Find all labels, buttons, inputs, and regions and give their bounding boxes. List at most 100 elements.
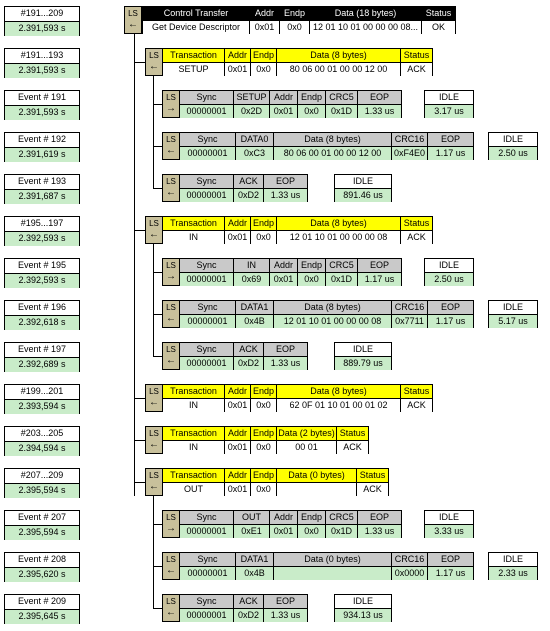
event-label-timestamp: 2.394,594 s <box>5 442 79 456</box>
field-header: Addr <box>225 427 250 441</box>
field-value: 0x4B <box>236 315 273 328</box>
field-value: 12 01 10 01 00 00 00 08 <box>274 315 391 328</box>
field-header: EOP <box>264 343 307 357</box>
event-label-range: #207...209 <box>5 469 79 484</box>
arrow-left-icon: ← <box>128 19 138 30</box>
event-label-timestamp: 2.392,593 s <box>5 232 79 246</box>
field-header: DATA1 <box>236 301 273 315</box>
field-header: Status <box>401 385 432 399</box>
idle-value: 5.17 us <box>489 315 537 328</box>
field-header: Transaction <box>163 385 224 399</box>
field-header: Sync <box>180 259 233 273</box>
field-value: OK <box>422 21 455 34</box>
field-header: Transaction <box>163 427 224 441</box>
idle-value: 2.33 us <box>489 567 537 580</box>
field-value: 1.33 us <box>264 357 307 370</box>
field-cell: Data (18 bytes)12 01 10 01 00 00 00 08..… <box>310 6 422 34</box>
field-value: 0xC3 <box>236 147 273 160</box>
field-value: 00000001 <box>180 147 235 160</box>
field-header: Endp <box>251 427 276 441</box>
field-cell: Data (0 bytes) <box>277 468 357 496</box>
ls-label: LS <box>166 135 176 144</box>
field-header: Sync <box>180 553 235 567</box>
field-value: 0xD2 <box>234 357 263 370</box>
event-label-timestamp: 2.392,689 s <box>5 358 79 372</box>
arrow-left-icon: ← <box>166 187 176 198</box>
idle-label: IDLE <box>489 301 537 315</box>
field-value: 62 0F 01 10 01 00 01 02 <box>277 399 400 412</box>
field-header: CRC16 <box>392 301 427 315</box>
field-cell: Data (8 bytes)80 06 00 01 00 00 12 00 <box>274 132 392 160</box>
field-header: Endp <box>280 7 309 21</box>
field-value: IN <box>163 441 224 454</box>
field-header: Transaction <box>163 217 224 231</box>
field-cell: Data (8 bytes)62 0F 01 10 01 00 01 02 <box>277 384 401 412</box>
idle-value: 3.33 us <box>425 525 473 538</box>
tree-connector <box>153 608 162 609</box>
event-label-range: Event # 192 <box>5 133 79 148</box>
field-value: 0x01 <box>270 525 297 538</box>
idle-label: IDLE <box>489 553 537 567</box>
field-header: Endp <box>298 91 325 105</box>
field-header: Data (8 bytes) <box>277 217 400 231</box>
ls-speed-indicator: LS→ <box>162 510 180 538</box>
tree-connector <box>153 272 162 273</box>
event-label-range: Event # 197 <box>5 343 79 358</box>
idle-label: IDLE <box>425 259 473 273</box>
field-value: IN <box>163 231 224 244</box>
field-value: 00000001 <box>180 357 233 370</box>
field-header: Endp <box>251 385 276 399</box>
field-value: 0x01 <box>225 63 250 76</box>
field-value: 0x1D <box>326 105 357 118</box>
field-header: Sync <box>180 301 235 315</box>
field-header: Addr <box>225 217 250 231</box>
field-header: EOP <box>428 133 473 147</box>
field-value: 0x01 <box>270 273 297 286</box>
tree-connector <box>134 398 145 399</box>
field-value: 0x01 <box>250 21 279 34</box>
field-value: 1.17 us <box>428 567 473 580</box>
field-header: Addr <box>270 91 297 105</box>
field-value: 0x01 <box>225 231 250 244</box>
